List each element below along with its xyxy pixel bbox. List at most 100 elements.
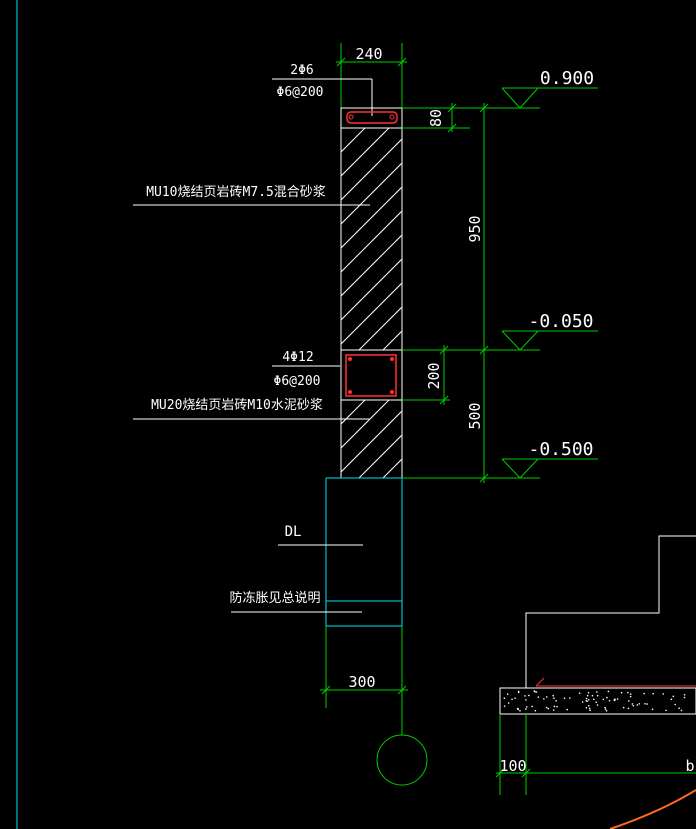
concrete-dot (672, 695, 675, 698)
cap-height-label: 80 (427, 109, 445, 127)
concrete-dot (589, 709, 591, 712)
frost-note-label: 防冻胀见总说明 (229, 590, 320, 606)
concrete-dot (535, 691, 538, 693)
concrete-dot (651, 708, 654, 711)
beam-stirrup (345, 354, 397, 397)
concrete-dot (683, 693, 686, 696)
concrete-dot (525, 706, 528, 708)
concrete-dot (606, 696, 608, 699)
dimension-footing-width (320, 626, 408, 735)
concrete-dot (627, 700, 630, 702)
cap-rebar-dot (389, 114, 395, 120)
dimension-top-width (336, 43, 407, 108)
hatch-line (341, 400, 390, 449)
concrete-dot (533, 690, 536, 692)
concrete-dot (604, 708, 607, 710)
concrete-dot (503, 697, 506, 699)
concrete-dot (566, 708, 568, 711)
slab-section (499, 687, 696, 715)
dimension-main-vertical (402, 103, 540, 483)
concrete-dot (629, 695, 632, 698)
concrete-dot (683, 696, 686, 699)
concrete-dot (607, 690, 610, 693)
concrete-dot (517, 691, 520, 694)
concrete-dot (596, 704, 599, 706)
concrete-dot (620, 691, 623, 694)
concrete-dot (507, 702, 510, 704)
concrete-dot (638, 702, 641, 705)
concrete-dot (605, 709, 608, 712)
step-outline (525, 535, 696, 688)
hatch-line (341, 138, 402, 201)
concrete-dot (528, 694, 530, 697)
concrete-dot (674, 703, 677, 706)
concrete-dot (604, 706, 606, 709)
hatch-line (341, 210, 402, 273)
concrete-dot (525, 708, 527, 710)
hatch-line (341, 128, 366, 153)
concrete-dot (622, 706, 625, 709)
concrete-dot (578, 692, 581, 694)
concrete-dot (585, 700, 588, 702)
wall-height-upper-label: 950 (466, 215, 484, 242)
elevation-mid-label: -0.050 (528, 311, 593, 332)
concrete-dot (631, 703, 634, 705)
footing-label: DL (285, 524, 302, 540)
concrete-dot (555, 699, 557, 702)
concrete-dot (596, 694, 599, 697)
concrete-dot (563, 697, 566, 699)
hatch-line (599, 128, 696, 350)
brick-upper-label: MU10烧结页岩砖M7.5混合砂浆 (146, 185, 326, 200)
concrete-dot (545, 706, 548, 709)
cap-rebar-dot (348, 114, 354, 120)
concrete-dot (545, 696, 548, 698)
concrete-dot (553, 697, 555, 699)
concrete-dot (514, 697, 516, 699)
concrete-dot (543, 698, 545, 700)
concrete-dot (627, 707, 630, 710)
rebar-top-count-label: 2Φ6 (290, 63, 313, 78)
cap-rebar-stirrup (346, 111, 398, 124)
axis-bubble[interactable] (376, 734, 428, 786)
concrete-dot (613, 699, 616, 702)
beam-rebar-dot (390, 390, 394, 394)
concrete-dot (503, 705, 506, 707)
hatch-line (341, 410, 402, 473)
concrete-dot (644, 703, 646, 705)
footing-outline (325, 477, 403, 627)
beam-rebar-dot (348, 390, 352, 394)
slab-concrete-texture (503, 690, 686, 712)
hatch-line (341, 128, 390, 177)
concrete-dot (552, 694, 554, 697)
beam-height-label: 200 (425, 362, 443, 389)
concrete-dot (556, 705, 558, 708)
dimension-cap-height (402, 103, 470, 133)
concrete-dot (516, 707, 519, 710)
concrete-dot (524, 695, 526, 697)
wall-lower-hatch (341, 400, 402, 478)
concrete-dot (588, 707, 591, 710)
concrete-dot (627, 691, 629, 694)
hatch-line (341, 128, 342, 129)
rebar-top-stirrup-label: Φ6@200 (277, 85, 324, 100)
concrete-dot (581, 701, 584, 703)
concrete-dot (525, 699, 527, 701)
dimension-beam-height (402, 345, 450, 405)
wall-height-lower-label: 500 (466, 402, 484, 429)
concrete-dot (587, 692, 590, 694)
concrete-dot (534, 709, 537, 712)
concrete-dot (591, 694, 594, 697)
concrete-dot (629, 693, 632, 695)
brick-lower-label: MU20烧结页岩砖M10水泥砂浆 (151, 398, 323, 413)
slab-rebar-hook (535, 677, 545, 687)
concrete-dot (552, 709, 555, 711)
beam-stirrup-label: Φ6@200 (274, 374, 321, 389)
concrete-dot (680, 709, 683, 712)
concrete-dot (643, 692, 645, 695)
elevation-marker-mid (501, 330, 598, 351)
hatch-line (341, 234, 402, 297)
concrete-dot (670, 698, 673, 701)
concrete-dot (665, 709, 667, 712)
concrete-dot (585, 697, 588, 700)
